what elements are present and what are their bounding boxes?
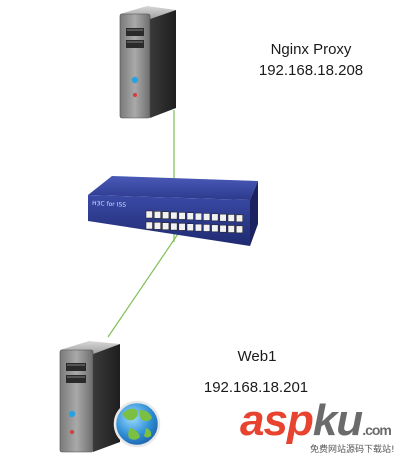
switch-port [145,221,153,230]
proxy-server-icon [119,6,176,119]
switch-port [153,211,161,219]
switch-ports [145,210,243,234]
globe-icon [113,400,161,448]
switch-port [186,212,194,220]
switch-port [170,222,178,231]
switch-port [194,212,202,221]
switch-port [162,222,170,230]
switch-port [186,223,194,231]
switch-brand: H3C for ISS [92,200,126,209]
switch-port [211,213,219,222]
switch-port [203,213,211,221]
link-switch-web1 [107,227,183,338]
watermark-subtitle: 免费网站源码下载站! [310,445,395,455]
switch-port [170,211,178,220]
proxy-ip-label: 192.168.18.208 [258,62,364,79]
switch-port [203,224,211,232]
network-switch-icon: H3C for ISS [88,176,258,246]
switch-port [219,213,227,222]
switch-port [162,211,170,219]
switch-port [178,223,186,231]
proxy-name-label: Nginx Proxy [270,41,352,58]
web1-name-label: Web1 [237,348,277,365]
switch-port [227,225,235,233]
switch-port [219,224,227,233]
switch-port [194,223,202,232]
switch-port [235,214,243,223]
watermark-logo: aspku.com 免费网站源码下载站! [240,398,408,458]
switch-port [235,225,243,234]
switch-port [145,210,153,219]
web1-ip-label: 192.168.18.201 [203,379,309,396]
switch-port [178,212,186,220]
web-server-icon [59,341,120,453]
switch-port [211,224,219,233]
switch-port [153,222,161,230]
watermark-text: aspku.com [240,396,392,445]
switch-port [227,214,235,222]
